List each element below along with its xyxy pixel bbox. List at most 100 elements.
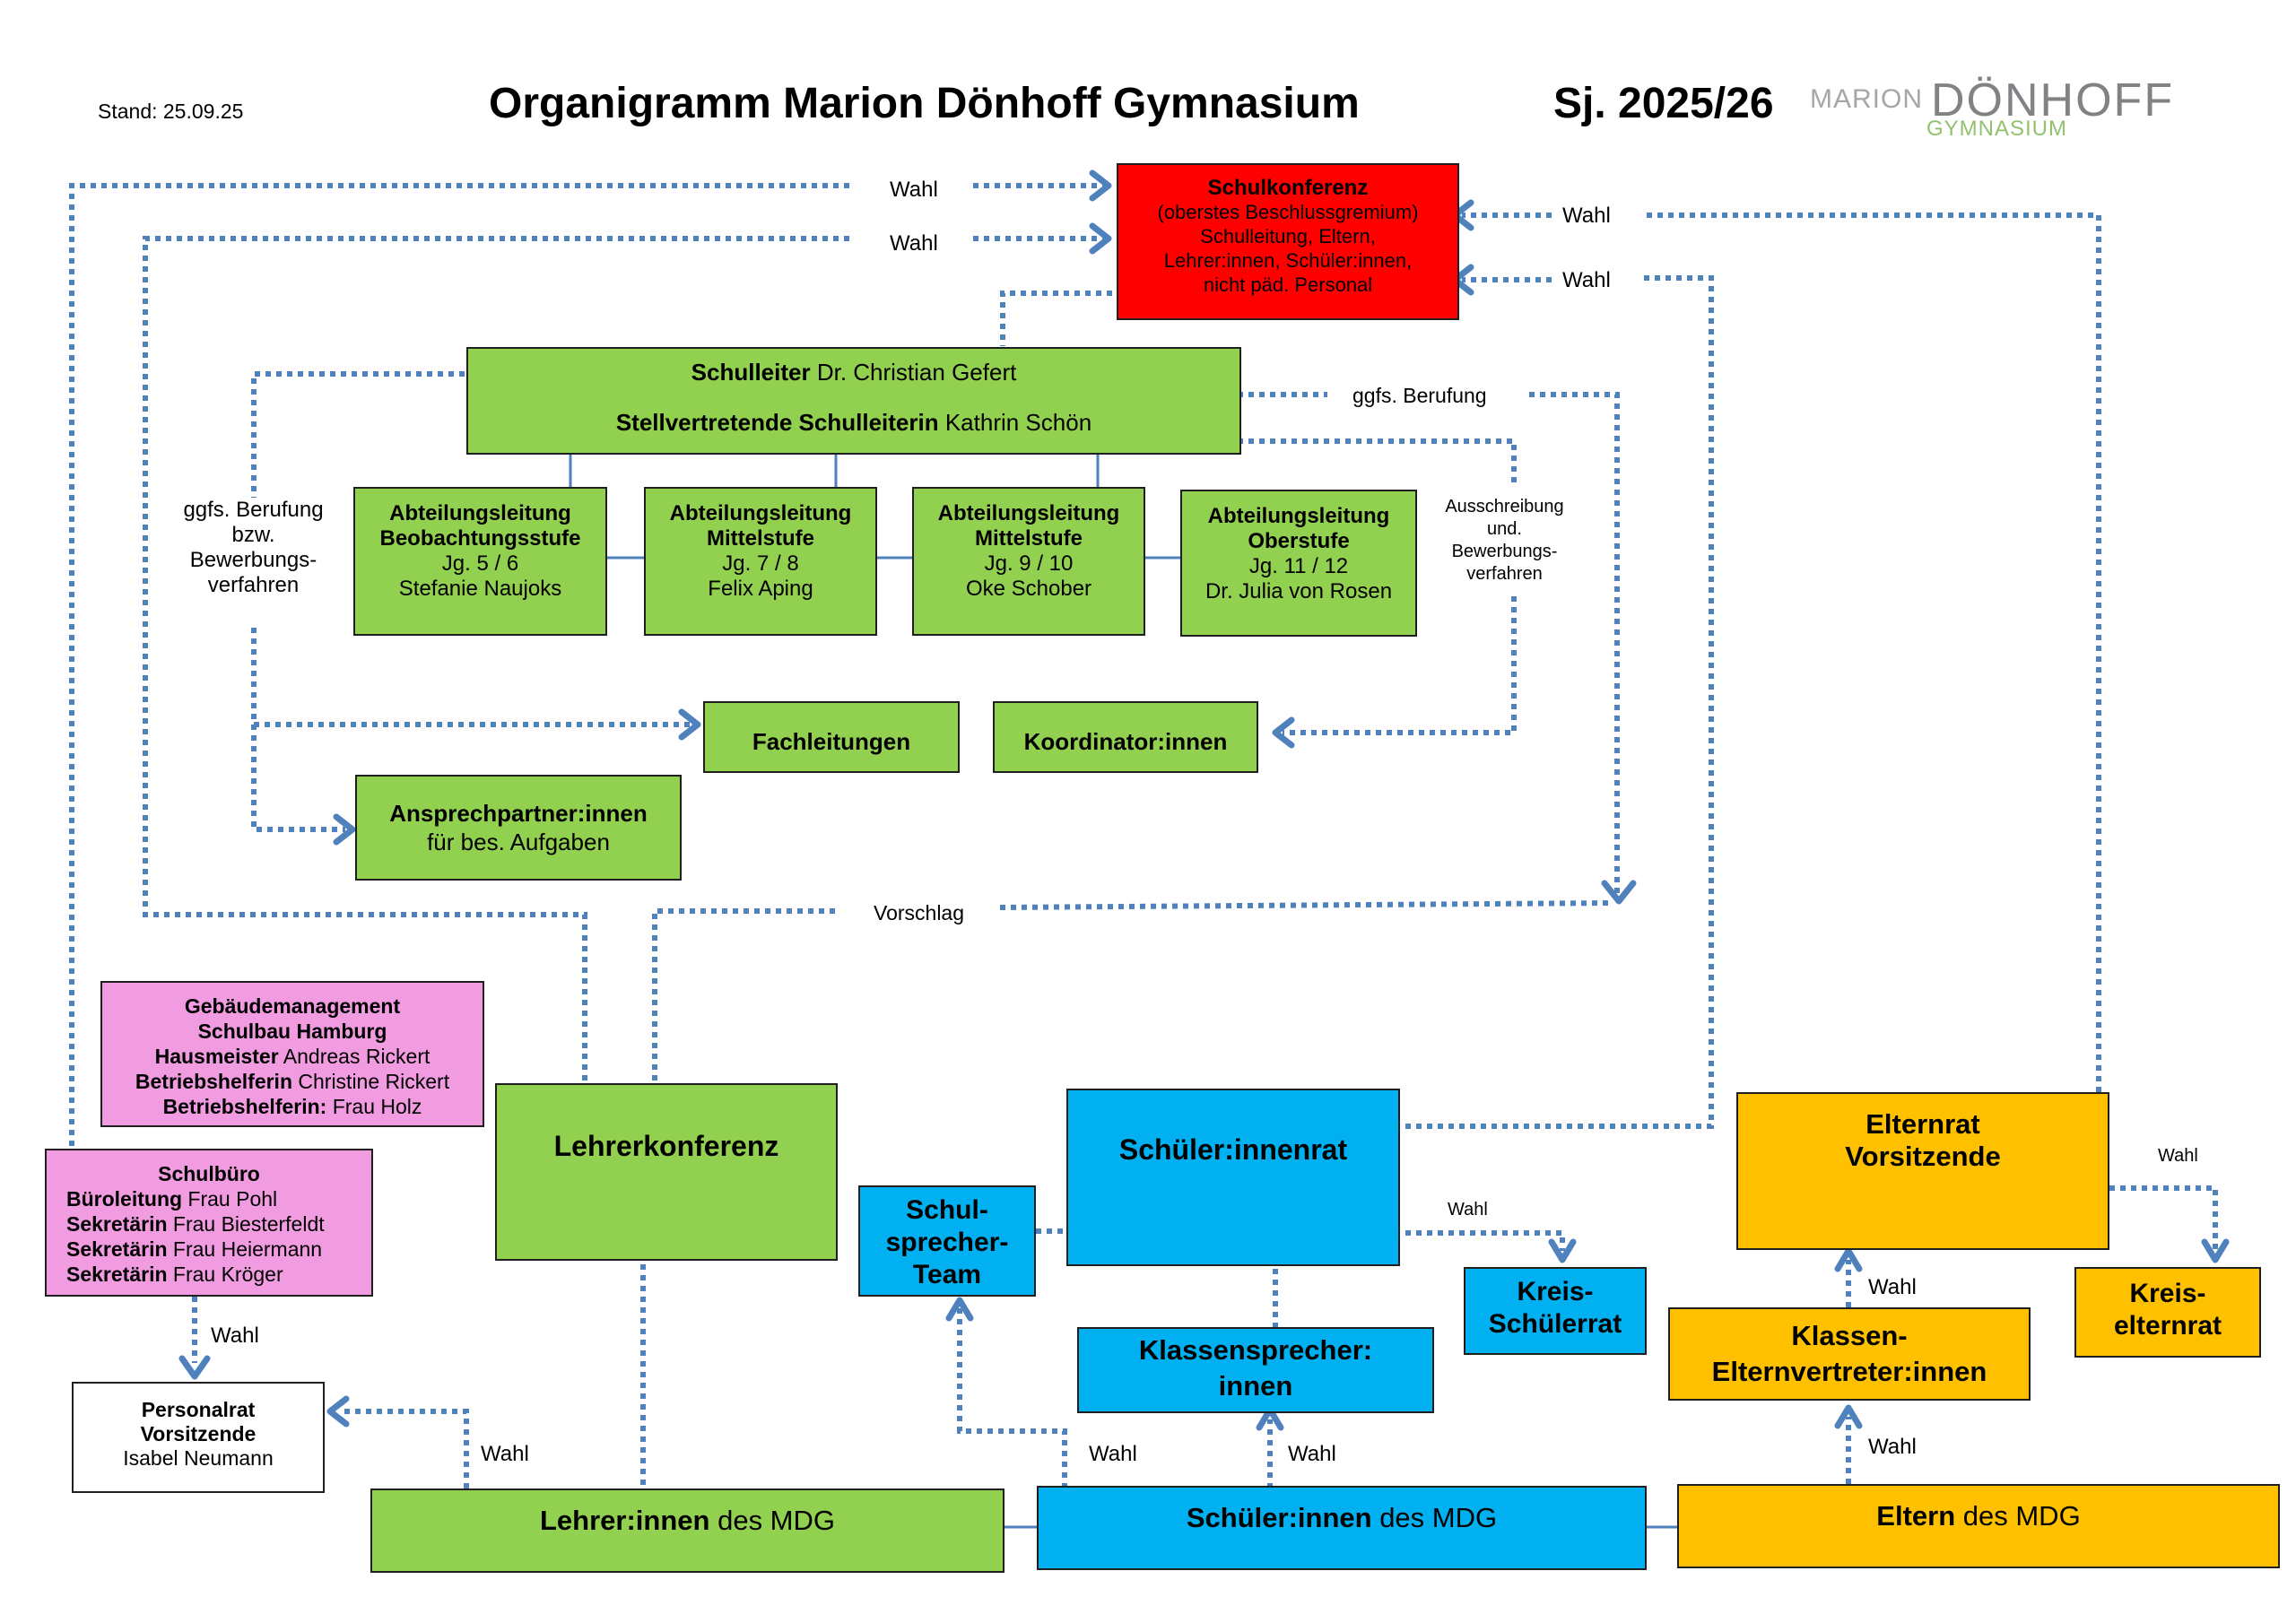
note-right-ausschreibung: Ausschreibung und. Bewerbungs- verfahren <box>1431 496 1578 586</box>
gebaeude-row: Betriebshelferin Christine Rickert <box>135 1069 449 1094</box>
abteilung-jg: Jg. 5 / 6 <box>441 551 519 576</box>
role: Sekretärin <box>66 1237 168 1261</box>
klassensprecher-box[interactable]: Klassensprecher: innen <box>1077 1327 1434 1413</box>
schulsprecher-team-box[interactable]: Schul- sprecher- Team <box>858 1185 1036 1297</box>
rest-part: des MDG <box>709 1505 835 1536</box>
note-line: verfahren <box>1466 564 1543 584</box>
abteilung-title: Abteilungsleitung <box>669 501 852 525</box>
abteilung-mittelstufe-9-10[interactable]: Abteilungsleitung Mittelstufe Jg. 9 / 10… <box>912 487 1145 636</box>
label-wahl: Wahl <box>1868 1275 1917 1299</box>
role: Sekretärin <box>66 1212 168 1236</box>
elternrat-box[interactable]: Elternrat Vorsitzende <box>1736 1092 2109 1250</box>
label-wahl: Wahl <box>481 1442 529 1466</box>
schulsprecher-line: Team <box>912 1260 982 1289</box>
kreiselternrat-box[interactable]: Kreis- elternrat <box>2074 1267 2261 1358</box>
note-line: ggfs. Berufung <box>183 498 324 522</box>
kreis-schuelerrat-line: Schülerrat <box>1488 1309 1622 1339</box>
kreiselternrat-line: elternrat <box>2113 1311 2222 1341</box>
school-year: Sj. 2025/26 <box>1553 80 1774 127</box>
note-line: bzw. <box>231 523 275 547</box>
schulsprecher-line: Schul- <box>906 1195 988 1225</box>
personalrat-title: Personalrat <box>141 1398 256 1421</box>
label-wahl: Wahl <box>1089 1442 1137 1466</box>
stand-date: Stand: 25.09.25 <box>98 100 244 123</box>
logo-marion: MARION <box>1810 84 1923 114</box>
school-logo: MARION DÖNHOFF GYMNASIUM <box>1810 74 2213 141</box>
lehrer-des-mdg-box[interactable]: Lehrer:innen des MDG <box>370 1488 1004 1573</box>
note-line: Bewerbungs- <box>189 548 317 572</box>
schueler-des-mdg-box[interactable]: Schüler:innen des MDG <box>1037 1486 1647 1570</box>
label-wahl: Wahl <box>1562 268 1611 292</box>
label-vorschlag: Vorschlag <box>874 901 965 924</box>
klassensprecher-line: Klassensprecher: <box>1138 1334 1373 1366</box>
label-ggfs-berufung: ggfs. Berufung <box>1352 384 1487 407</box>
eltern-des-mdg-label: Eltern des MDG <box>1876 1500 2080 1532</box>
schulsprecher-line: sprecher- <box>885 1228 1009 1257</box>
bold-part: Schüler:innen <box>1186 1502 1372 1533</box>
personalrat-box[interactable]: Personalrat Vorsitzende Isabel Neumann <box>72 1382 325 1493</box>
role: Betriebshelferin: <box>162 1095 327 1118</box>
abteilung-name: Oke Schober <box>965 577 1092 601</box>
person: Frau Kröger <box>167 1263 283 1286</box>
fachleitungen-label: Fachleitungen <box>752 727 911 755</box>
klassen-elternvertreter-box[interactable]: Klassen- Elternvertreter:innen <box>1668 1307 2031 1401</box>
schulbuero-row: Sekretärin Frau Kröger <box>47 1262 371 1287</box>
note-left-berufung: ggfs. Berufung bzw. Bewerbungs- verfahre… <box>175 498 332 598</box>
logo-gymnasium: GYMNASIUM <box>1926 117 2068 141</box>
schulkonferenz-line: Schulleitung, Eltern, <box>1200 225 1376 247</box>
schulkonferenz-box[interactable]: Schulkonferenz (oberstes Beschlussgremiu… <box>1117 163 1459 320</box>
rest-part: des MDG <box>1371 1502 1498 1533</box>
ansprechpartner-box[interactable]: Ansprechpartner:innen für bes. Aufgaben <box>355 775 682 881</box>
kreis-schuelerrat-box[interactable]: Kreis- Schülerrat <box>1464 1267 1647 1355</box>
label-wahl: Wahl <box>1868 1435 1917 1459</box>
schulkonferenz-line: (oberstes Beschlussgremium) <box>1157 201 1419 223</box>
schueler-des-mdg-label: Schüler:innen des MDG <box>1187 1502 1497 1534</box>
person: Andreas Rickert <box>278 1045 430 1068</box>
klassen-eltern-line: Elternvertreter:innen <box>1711 1356 1987 1387</box>
role: Hausmeister <box>154 1045 279 1068</box>
abteilung-stufe: Beobachtungsstufe <box>379 526 581 551</box>
lehrerkonferenz-box[interactable]: Lehrerkonferenz <box>495 1083 838 1261</box>
fachleitungen-box[interactable]: Fachleitungen <box>703 701 960 773</box>
ansprechpartner-sub: für bes. Aufgaben <box>427 829 610 855</box>
koordinatoren-label: Koordinator:innen <box>1023 727 1228 755</box>
gebaeude-title: Gebäudemanagement <box>184 994 401 1018</box>
label-wahl: Wahl <box>1288 1442 1336 1466</box>
schulleitung-box[interactable]: Schulleiter Dr. Christian Gefert Stellve… <box>466 347 1241 455</box>
gebaeudemanagement-box[interactable]: Gebäudemanagement Schulbau Hamburg Hausm… <box>100 981 484 1127</box>
schulkonferenz-line: Lehrer:innen, Schüler:innen, <box>1163 249 1413 272</box>
personalrat-subtitle: Vorsitzende <box>140 1422 257 1445</box>
logo-doenhoff: DÖNHOFF <box>1931 74 2175 126</box>
abteilung-beobachtungsstufe[interactable]: Abteilungsleitung Beobachtungsstufe Jg. … <box>353 487 607 636</box>
personalrat-name: Isabel Neumann <box>123 1446 274 1470</box>
schulleiter-role: Schulleiter <box>691 359 811 386</box>
lehrer-des-mdg-label: Lehrer:innen des MDG <box>540 1505 835 1537</box>
schulbuero-box[interactable]: Schulbüro Büroleitung Frau Pohl Sekretär… <box>45 1149 373 1297</box>
schulkonferenz-title: Schulkonferenz <box>1207 176 1369 200</box>
lehrerkonferenz-label: Lehrerkonferenz <box>553 1130 779 1162</box>
bold-part: Eltern <box>1876 1500 1956 1532</box>
label-wahl: Wahl <box>1562 204 1611 228</box>
person: Christine Rickert <box>292 1070 450 1093</box>
eltern-des-mdg-box[interactable]: Eltern des MDG <box>1677 1484 2280 1568</box>
note-line: Ausschreibung <box>1445 497 1564 516</box>
kreiselternrat-line: Kreis- <box>2129 1279 2206 1308</box>
person: Frau Heiermann <box>167 1237 323 1261</box>
abteilung-title: Abteilungsleitung <box>937 501 1120 525</box>
rest-part: des MDG <box>1955 1500 2081 1532</box>
gebaeude-row: Betriebshelferin: Frau Holz <box>163 1094 422 1119</box>
bold-part: Lehrer:innen <box>540 1505 710 1536</box>
role: Büroleitung <box>66 1187 183 1211</box>
abteilung-name: Stefanie Naujoks <box>398 577 562 601</box>
abteilung-jg: Jg. 7 / 8 <box>722 551 799 576</box>
abteilung-name: Felix Aping <box>708 577 813 601</box>
abteilung-stufe: Oberstufe <box>1248 529 1350 553</box>
abteilung-oberstufe[interactable]: Abteilungsleitung Oberstufe Jg. 11 / 12 … <box>1180 490 1417 637</box>
abteilung-mittelstufe-7-8[interactable]: Abteilungsleitung Mittelstufe Jg. 7 / 8 … <box>644 487 877 636</box>
klassen-eltern-line: Klassen- <box>1791 1320 1908 1351</box>
koordinatoren-box[interactable]: Koordinator:innen <box>993 701 1258 773</box>
role: Betriebshelferin <box>135 1070 292 1093</box>
abteilung-name: Dr. Julia von Rosen <box>1205 579 1393 603</box>
person: Frau Biesterfeldt <box>167 1212 325 1236</box>
schuelerrat-box[interactable]: Schüler:innenrat <box>1066 1089 1400 1266</box>
